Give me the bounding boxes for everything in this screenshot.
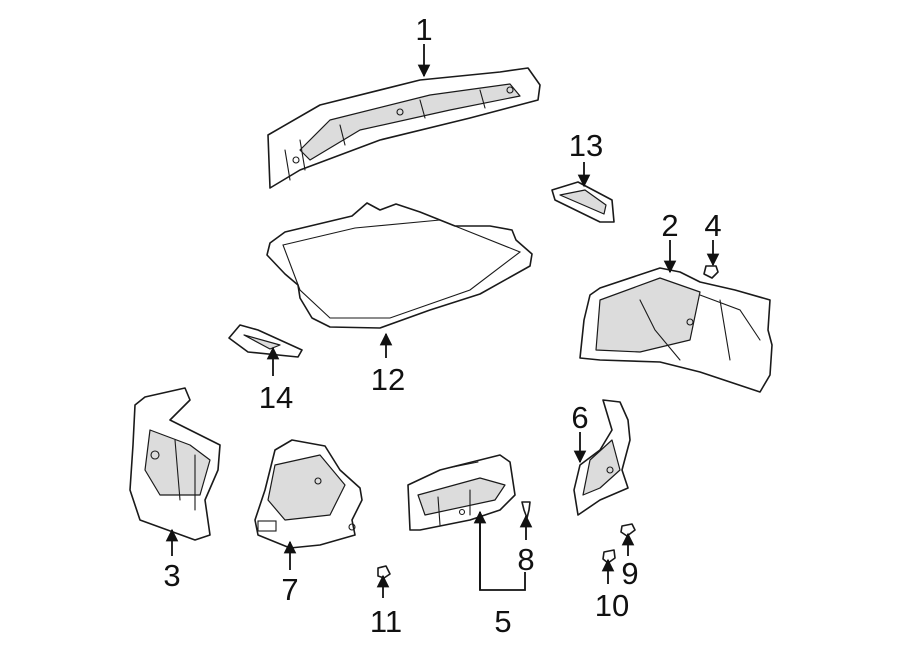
callout-3: 3 [163,558,180,593]
part-11-clip[interactable] [377,565,391,579]
callout-11: 11 [370,604,402,639]
callout-2: 2 [661,208,678,243]
callout-5: 5 [494,604,511,639]
part-6-side-piece[interactable] [573,399,631,516]
part-3-left-trim[interactable] [129,387,221,541]
part-12-trunk-mat[interactable] [266,202,533,329]
part-14-bracket[interactable] [228,324,303,358]
callout-14: 14 [259,380,293,415]
callout-12: 12 [371,362,405,397]
part-2-side-trim[interactable] [579,267,773,393]
part-13-trim-strip[interactable] [551,181,615,223]
part-1-rear-shelf[interactable] [267,67,541,189]
leader-lines [165,44,720,598]
callout-8: 8 [517,542,534,577]
callout-13: 13 [569,128,603,163]
part-10-fastener[interactable] [602,549,616,564]
callout-10: 10 [595,588,629,623]
callout-1: 1 [415,12,432,47]
part-4-push-clip[interactable] [703,265,719,279]
part-5-rear-trim[interactable] [407,454,516,531]
callout-6: 6 [571,400,588,435]
part-7-wheelhouse-trim[interactable] [254,439,363,549]
part-8-clip[interactable] [521,501,531,519]
callout-7: 7 [281,572,298,607]
callout-9: 9 [621,556,638,591]
callout-numbers: 1 2 3 4 5 6 7 8 9 10 11 12 13 14 [163,12,721,639]
callout-4: 4 [704,208,721,243]
